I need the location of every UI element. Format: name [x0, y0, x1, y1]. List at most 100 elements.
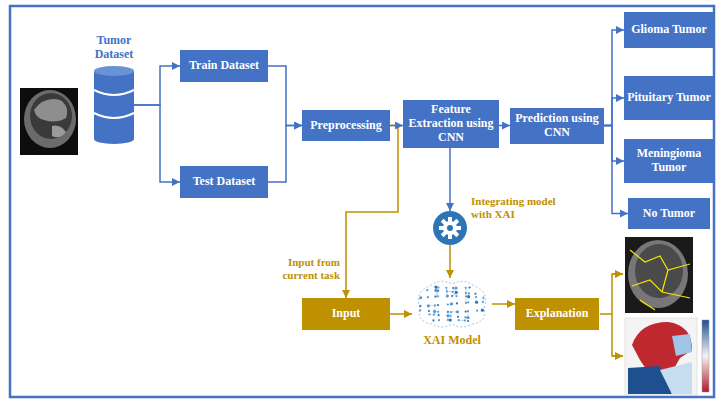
- network-node: [465, 292, 467, 294]
- mri-head: [24, 90, 76, 148]
- superpixel-outline: [630, 250, 690, 310]
- network-node: [468, 286, 470, 288]
- mri-cerebellum: [52, 126, 66, 138]
- network-node: [449, 318, 452, 321]
- network-node: [455, 291, 458, 294]
- brain-icon-shape: [412, 278, 492, 330]
- heatmap-region: [660, 362, 692, 394]
- network-node: [464, 316, 466, 318]
- network-node: [434, 286, 437, 289]
- class-box: No Tumor: [628, 198, 710, 229]
- network-node: [452, 287, 454, 289]
- connector: [134, 105, 180, 182]
- process-box: Train Dataset: [180, 50, 268, 82]
- network-node: [437, 304, 439, 306]
- box-label: Prediction using CNN: [510, 112, 604, 140]
- colorbar: [702, 320, 709, 392]
- node-caption: Tumor Dataset: [79, 34, 149, 62]
- connector: [390, 313, 412, 315]
- network-node: [467, 320, 469, 322]
- box-label: Input: [329, 307, 364, 321]
- brain-outline: [418, 281, 485, 327]
- network-node: [464, 319, 466, 321]
- network-node: [465, 295, 467, 297]
- heatmap-region: [672, 334, 692, 356]
- input-box: Input: [302, 298, 390, 330]
- network-node: [434, 304, 436, 306]
- network-node: [481, 309, 484, 312]
- gear-wheel: [443, 221, 457, 235]
- network-node: [437, 295, 439, 297]
- network-node: [456, 310, 459, 313]
- cylinder-band: [94, 90, 134, 95]
- connector: [134, 66, 180, 105]
- network-node: [434, 289, 437, 292]
- network-node: [451, 295, 453, 297]
- network-node: [465, 310, 467, 312]
- network-node: [419, 305, 421, 307]
- network-node: [438, 319, 440, 321]
- network-node: [449, 315, 451, 317]
- gear-icon: Integrating model with XAI: [433, 211, 467, 245]
- box-label: Meningioma Tumor: [624, 147, 714, 175]
- network-node: [419, 296, 422, 299]
- database-cylinder: Tumor Dataset: [94, 66, 134, 144]
- connector: [604, 98, 624, 126]
- explanation-mri: [625, 237, 693, 313]
- network-node: [419, 309, 421, 311]
- network-node: [467, 301, 469, 303]
- output-arrow: [612, 355, 623, 357]
- network-node: [434, 296, 436, 298]
- network-node: [474, 293, 476, 295]
- network-node: [427, 296, 429, 298]
- connector: [268, 66, 302, 126]
- cylinder-body: [94, 71, 134, 139]
- network-node: [465, 287, 467, 289]
- connector: [499, 125, 510, 127]
- box-label: Glioma Tumor: [628, 23, 710, 37]
- edge-label: Input from current task: [268, 256, 340, 281]
- mri-head: [628, 240, 688, 308]
- network-node: [454, 286, 457, 289]
- network-node: [467, 310, 469, 312]
- connector: [604, 126, 624, 162]
- network-node: [466, 316, 469, 319]
- network-node: [455, 295, 457, 297]
- class-box: Glioma Tumor: [624, 12, 714, 48]
- network-node: [428, 310, 430, 312]
- connector: [492, 303, 515, 305]
- network-node: [437, 286, 439, 288]
- network-node: [482, 297, 484, 299]
- box-label: No Tumor: [640, 207, 698, 221]
- network-node: [465, 302, 467, 304]
- cylinder-base: [94, 134, 134, 144]
- connector: [449, 148, 451, 211]
- network-node: [450, 311, 452, 313]
- network-node: [452, 291, 454, 293]
- process-box: Preprocessing: [302, 110, 390, 141]
- gear-disc: [433, 211, 467, 245]
- node-caption: Integrating model with XAI: [471, 195, 571, 220]
- box-label: Preprocessing: [307, 119, 385, 133]
- network-node: [450, 302, 453, 305]
- network-node: [432, 319, 434, 321]
- class-box: Pituitary Tumor: [624, 76, 714, 120]
- connector: [390, 125, 403, 127]
- node-caption: XAI Model: [402, 334, 502, 348]
- network-node: [456, 302, 458, 304]
- network-node: [427, 304, 430, 307]
- network-node: [476, 310, 478, 312]
- frame-border: [10, 6, 714, 397]
- network-node: [433, 314, 435, 316]
- network-node: [475, 296, 477, 298]
- mri-image: [20, 88, 78, 155]
- network-node: [437, 290, 439, 292]
- gear-icon-shape: [433, 211, 467, 245]
- cylinder-band: [94, 113, 134, 118]
- network-node: [437, 311, 439, 313]
- network-node: [468, 292, 470, 294]
- gear-hub: [447, 225, 453, 231]
- output-arrow: [612, 273, 623, 275]
- network-node: [447, 311, 449, 313]
- mri-brain: [635, 244, 683, 298]
